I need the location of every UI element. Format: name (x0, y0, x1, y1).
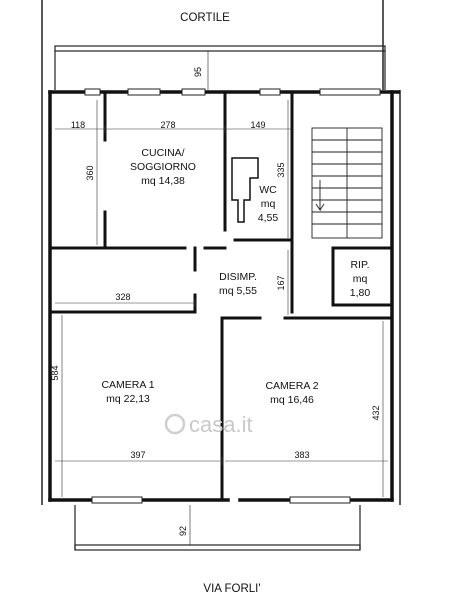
dim-432: 432 (371, 405, 381, 420)
room-hall-area: mq 5,55 (219, 285, 257, 297)
dimension-lines (55, 100, 388, 497)
boundary-lines (41, 0, 401, 505)
room-bedroom2-area: mq 16,46 (270, 394, 314, 406)
dim-335: 335 (276, 162, 286, 177)
watermark: casa.it (164, 412, 253, 437)
room-kitchen-name-2: SOGGIORNO (130, 161, 196, 173)
dim-balcony-top: 95 (193, 67, 203, 77)
bottom-windows (91, 496, 351, 504)
room-bedroom1-name: CAMERA 1 (101, 379, 154, 391)
watermark-text: casa.it (189, 412, 253, 437)
room-kitchen-area: mq 14,38 (141, 175, 185, 187)
dim-328: 328 (115, 292, 130, 302)
top-balcony (54, 45, 386, 90)
room-kitchen-name-1: CUCINA/ (141, 147, 184, 159)
outer-walls (48, 90, 400, 502)
dim-360: 360 (85, 165, 95, 180)
top-windows (84, 88, 381, 96)
courtyard-label: CORTILE (180, 12, 230, 24)
room-storage-name: RIP. (350, 259, 369, 271)
room-wc-area-1: mq (261, 198, 276, 210)
street-label: VIA FORLI' (203, 583, 260, 595)
bottom-balcony (74, 505, 361, 551)
watermark-icon (164, 413, 186, 435)
dim-149: 149 (250, 120, 265, 130)
room-bedroom1-area: mq 22,13 (106, 393, 150, 405)
dim-584: 584 (50, 365, 60, 380)
wc-duct (231, 157, 259, 223)
room-wc-area-2: 4,55 (258, 212, 279, 224)
interior-walls (48, 93, 394, 502)
dim-118: 118 (71, 120, 85, 130)
dim-383: 383 (294, 450, 309, 460)
dim-167: 167 (276, 275, 286, 290)
room-wc-name: WC (259, 184, 277, 196)
dimension-ticks (104, 125, 226, 465)
room-hall-name: DISIMP. (219, 271, 257, 283)
dim-balcony-bottom: 92 (178, 526, 188, 536)
room-storage-area-1: mq (353, 273, 368, 285)
room-storage-area-2: 1,80 (350, 287, 371, 299)
room-bedroom2-name: CAMERA 2 (265, 380, 318, 392)
dim-397: 397 (130, 450, 145, 460)
dim-278: 278 (160, 120, 175, 130)
staircase (311, 127, 383, 239)
